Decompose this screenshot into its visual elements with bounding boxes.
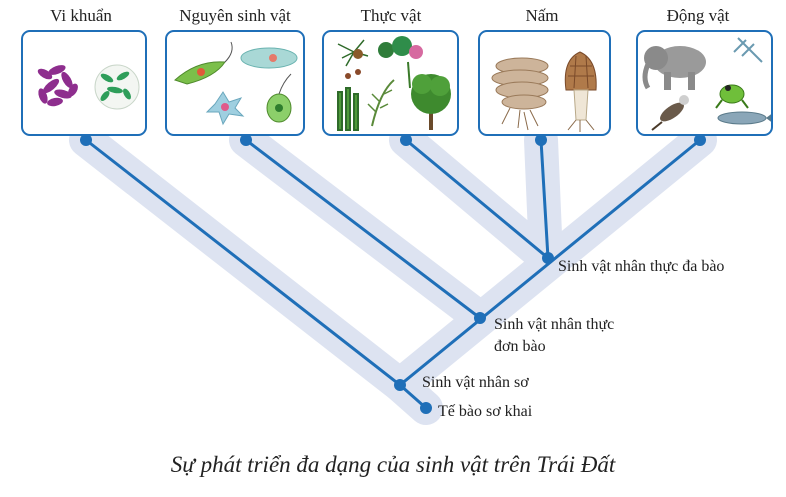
node-nguyen-sinh-vat	[240, 134, 252, 146]
box-nam	[478, 30, 611, 136]
node-unicellular-eukaryote	[474, 312, 486, 324]
box-dong-vat	[636, 30, 773, 136]
node-primitive-cell	[420, 402, 432, 414]
fungi-illustration	[491, 51, 597, 132]
node-dong-vat	[694, 134, 706, 146]
branch-nguyen-sinh-vat	[244, 138, 482, 320]
label-multicellular-eukaryote: Sinh vật nhân thực đa bào	[558, 258, 725, 275]
node-thuc-vat	[400, 134, 412, 146]
label-unicellular-eukaryote-line2: đơn bào	[494, 338, 546, 355]
branch-thuc-vat	[404, 138, 550, 260]
group-label-nam: Nấm	[525, 6, 559, 25]
branch-vi-khuan	[84, 138, 402, 387]
node-vi-khuan	[80, 134, 92, 146]
protist-illustration	[174, 41, 298, 126]
node-multicellular-eukaryote	[542, 252, 554, 264]
node-nam	[535, 134, 547, 146]
node-prokaryote	[394, 379, 406, 391]
box-nguyen-sinh-vat	[165, 30, 305, 136]
group-label-nguyen-sinh-vat: Nguyên sinh vật	[179, 6, 291, 25]
group-label-vi-khuan: Vi khuẩn	[50, 6, 112, 25]
figure-caption: Sự phát triển đa dạng của sinh vật trên …	[170, 452, 616, 477]
box-thuc-vat	[322, 30, 459, 136]
label-primitive-cell: Tế bào sơ khai	[438, 403, 533, 420]
group-label-dong-vat: Động vật	[666, 6, 730, 25]
plant-illustration	[337, 36, 451, 131]
group-label-thuc-vat: Thực vật	[360, 6, 422, 25]
box-vi-khuan	[21, 30, 147, 136]
bacteria-illustration	[37, 64, 140, 110]
animal-illustration	[642, 37, 771, 131]
branch-nam	[539, 138, 550, 260]
label-prokaryote: Sinh vật nhân sơ	[422, 374, 529, 391]
label-unicellular-eukaryote-line1: Sinh vật nhân thực	[494, 316, 615, 333]
